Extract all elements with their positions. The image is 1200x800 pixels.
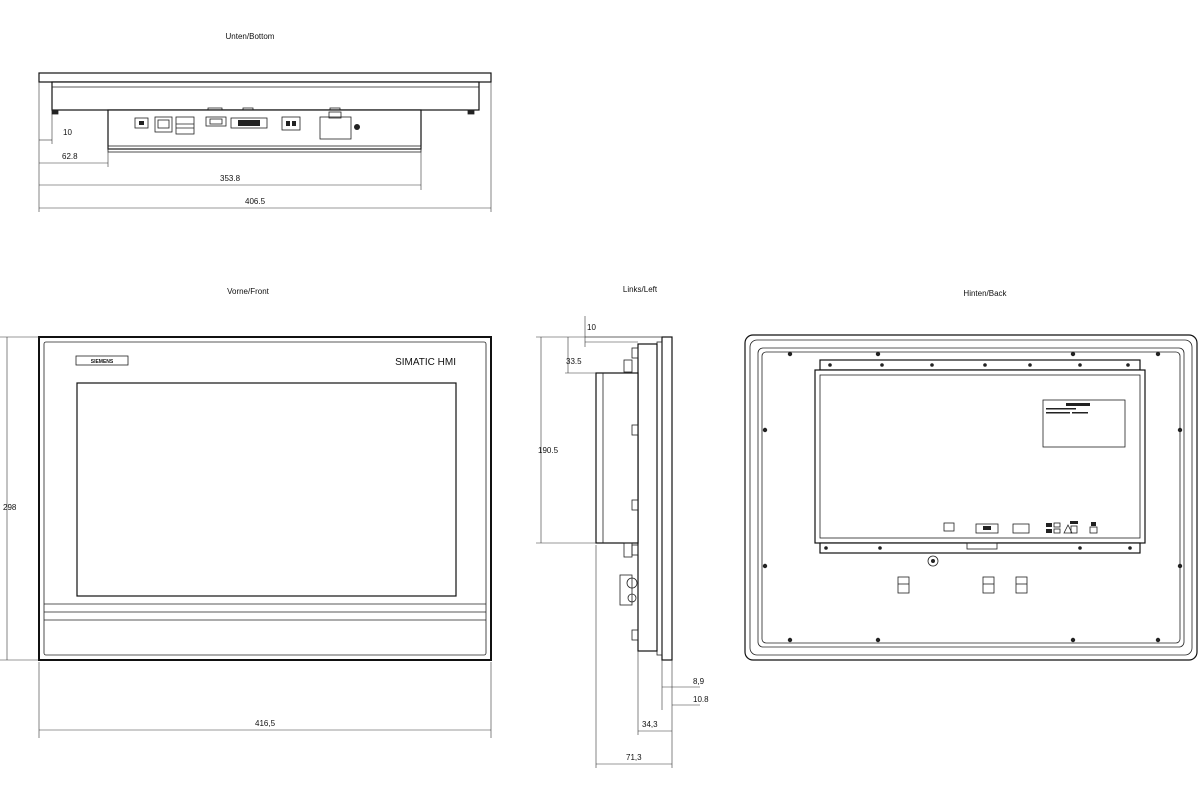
dim-left-71-3: 71,3: [626, 753, 642, 762]
usb-a-port-icon: [175, 116, 195, 135]
bottom-port-module: [107, 109, 422, 150]
back-usb-icon: [1070, 525, 1078, 534]
back-clamp-mid: [982, 576, 995, 594]
dim-left-34-3: 34,3: [642, 720, 658, 729]
dim-left-10: 10: [587, 323, 596, 332]
connector-plug-icon: [319, 116, 352, 140]
siemens-logo: [75, 355, 129, 366]
back-display-port-icon: [1012, 523, 1030, 534]
left-dimensions: 10 33.5 190.5 8,9 10.8 34,3 71,3: [536, 316, 709, 768]
bottom-housing: [51, 81, 480, 111]
front-view: Vorne/Front SIEMENS SIMATIC HMI 298 416,…: [0, 287, 492, 738]
back-view-title: Hinten/Back: [963, 289, 1007, 298]
dim-left-10-8: 10.8: [693, 695, 709, 704]
usb-b-port-icon: [134, 117, 149, 129]
back-view: Hinten/Back: [744, 289, 1198, 661]
back-module-top-flange: [819, 359, 1141, 371]
ethernet-port-icon: [154, 116, 173, 133]
back-module: [814, 369, 1146, 544]
back-screws: [762, 351, 1183, 643]
dim-front-416-5: 416,5: [255, 719, 276, 728]
brand-label: SIMATIC HMI: [395, 357, 456, 368]
dim-front-298: 298: [3, 503, 17, 512]
back-power-icon: [1089, 526, 1098, 534]
left-view: Links/Left 10 33.5: [536, 285, 709, 768]
dim-left-33-5: 33.5: [566, 357, 582, 366]
back-port-symbols: [943, 521, 1098, 534]
bottom-ports: [134, 111, 360, 140]
dim-bottom-406-5: 406.5: [245, 197, 266, 206]
back-dvi-icon: [975, 523, 999, 534]
display-port-icon: [205, 116, 227, 127]
bottom-bezel: [38, 72, 492, 83]
back-module-bottom-flange: [819, 542, 1141, 554]
dim-left-8-9: 8,9: [693, 677, 705, 686]
back-clamp-right: [1015, 576, 1028, 594]
left-bezel: [661, 336, 673, 661]
left-view-title: Links/Left: [623, 285, 658, 294]
back-ground-screw-icon: [927, 555, 939, 567]
front-dimensions: 298 416,5: [0, 336, 492, 738]
rating-plate: [1042, 399, 1126, 448]
ground-screw-icon: [354, 124, 360, 130]
display-area: [76, 382, 457, 597]
power-terminal-icon: [281, 116, 301, 131]
bottom-dimensions: 10 62.8 353.8 406.5: [38, 82, 492, 212]
dvi-port-icon: [230, 117, 268, 129]
left-module: [595, 372, 639, 544]
left-housing: [637, 343, 658, 652]
back-clamp-left: [897, 576, 910, 594]
back-ethernet-icon: [943, 522, 955, 532]
front-view-title: Vorne/Front: [227, 287, 270, 296]
bottom-view: Unten/Bottom: [38, 32, 492, 212]
siemens-logo-text: SIEMENS: [91, 359, 114, 365]
dim-bottom-353-8: 353.8: [220, 174, 241, 183]
dim-bottom-10: 10: [63, 128, 72, 137]
bottom-view-title: Unten/Bottom: [226, 32, 275, 41]
warning-icon: [1063, 524, 1073, 534]
dim-bottom-62-8: 62.8: [62, 152, 78, 161]
dim-left-190-5: 190.5: [538, 446, 559, 455]
